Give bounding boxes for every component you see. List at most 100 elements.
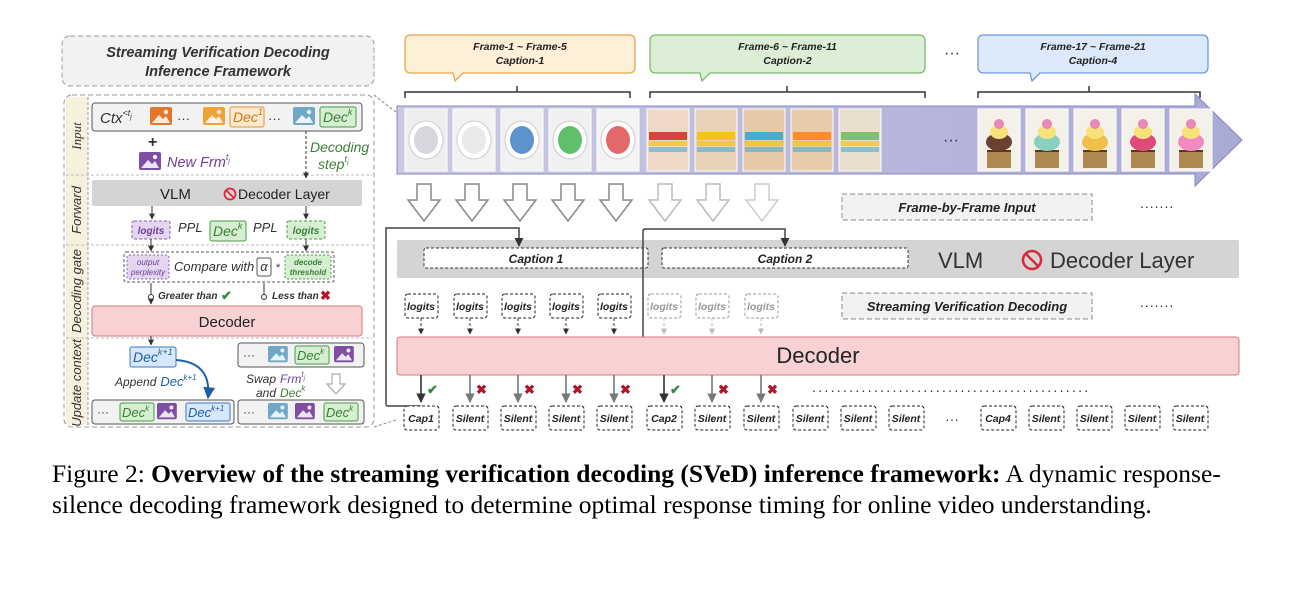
cross-icon: ✖ xyxy=(320,288,331,303)
figure-label: Figure 2: xyxy=(52,459,145,488)
output-box xyxy=(792,405,829,431)
framework-title-line-2: Inference Framework xyxy=(145,64,292,80)
svg-text:Deck: Deck xyxy=(213,221,243,239)
down-arrow-icon xyxy=(695,183,731,223)
dots-1: ....... xyxy=(1140,195,1174,211)
logits-label: logits xyxy=(552,301,580,313)
svg-text:logits: logits xyxy=(138,226,165,237)
svg-text:perplexity: perplexity xyxy=(130,268,166,277)
video-frame xyxy=(838,108,882,172)
bracket-group-1 xyxy=(404,86,631,98)
decode-threshold-box xyxy=(284,254,332,280)
plus-icon: + xyxy=(148,134,157,151)
video-frame xyxy=(452,108,496,172)
down-arrow-icon xyxy=(406,183,442,223)
output-label: Silent xyxy=(1080,413,1109,425)
output-label: Silent xyxy=(747,413,776,425)
bubble-frames-label: Frame-17 ~ Frame-21 xyxy=(1040,41,1146,53)
down-arrow-icon xyxy=(325,373,347,395)
left-vlm-label: VLM xyxy=(160,186,191,203)
svg-text:logits: logits xyxy=(293,226,320,237)
image-icon xyxy=(203,107,225,125)
bracket-group-3 xyxy=(977,86,1201,98)
right-decoder-label: Decoder xyxy=(776,343,859,368)
svg-text:Dec1: Dec1 xyxy=(233,107,263,125)
output-box xyxy=(1172,405,1209,431)
video-frame xyxy=(1169,108,1213,172)
svg-text:Deck: Deck xyxy=(122,404,150,420)
output-box xyxy=(403,405,440,431)
logits-label: logits xyxy=(747,301,775,313)
bubble-caption-label: Caption-4 xyxy=(1069,55,1118,67)
caption-feedback-arrow-2 xyxy=(642,228,790,340)
image-icon xyxy=(268,346,288,363)
video-frame xyxy=(977,108,1021,172)
stage-forward: Forward xyxy=(69,185,84,233)
image-icon xyxy=(268,403,288,420)
svg-text:decode: decode xyxy=(294,258,323,267)
svg-text:output: output xyxy=(137,258,160,267)
decoding-step-label: Decoding xyxy=(310,139,369,155)
svg-text:···: ··· xyxy=(97,405,109,419)
decoding-step-label-2: stepti xyxy=(318,154,349,172)
compare-box xyxy=(123,251,335,283)
video-frame xyxy=(500,108,544,172)
logits-label: logits xyxy=(407,301,435,313)
image-icon xyxy=(157,403,177,420)
output-box xyxy=(1028,405,1065,431)
output-perplexity-box xyxy=(126,254,170,280)
video-frame xyxy=(646,108,690,172)
output-label: Silent xyxy=(698,413,727,425)
svg-text:*: * xyxy=(276,262,281,274)
ppl-label-2: PPL xyxy=(253,220,278,235)
left-decoder-bar xyxy=(91,305,363,337)
output-box xyxy=(500,405,537,431)
video-frame xyxy=(742,108,786,172)
svg-text:Deck: Deck xyxy=(323,107,353,125)
figure-caption-text: A dynamic response-silence decoding fram… xyxy=(52,459,1221,519)
dots-3: ........................................… xyxy=(812,379,1091,395)
right-decoder-layer-label: Decoder Layer xyxy=(1050,248,1194,273)
cross-icon: ✖ xyxy=(620,382,631,397)
frame-by-frame-box xyxy=(841,193,1093,221)
output-box xyxy=(980,405,1017,431)
output-label: Silent xyxy=(552,413,581,425)
svg-text:threshold: threshold xyxy=(290,268,328,277)
check-icon: ✔ xyxy=(221,288,232,303)
append-arrow xyxy=(175,359,216,400)
down-arrow-icon xyxy=(550,183,586,223)
svg-text:α: α xyxy=(260,259,268,274)
video-frame xyxy=(596,108,640,172)
cross-icon: ✖ xyxy=(524,382,535,397)
ppl-label-1: PPL xyxy=(178,220,203,235)
output-label: Silent xyxy=(1032,413,1061,425)
output-box xyxy=(596,405,633,431)
output-label: Cap4 xyxy=(985,413,1011,425)
video-frame xyxy=(694,108,738,172)
caption-1-box xyxy=(423,247,649,269)
deck-token xyxy=(209,220,247,242)
deck-token xyxy=(319,106,357,128)
framework-title-line-1: Streaming Verification Decoding xyxy=(106,45,330,61)
svg-text:Deck+1: Deck+1 xyxy=(188,404,224,420)
framework-title-box xyxy=(61,35,375,87)
cross-icon: ✖ xyxy=(476,382,487,397)
down-arrow-icon xyxy=(598,183,634,223)
left-decoder-layer-label: Decoder Layer xyxy=(238,186,330,202)
dots-2: ....... xyxy=(1140,294,1174,310)
caption-2-box xyxy=(661,247,909,269)
output-box xyxy=(646,405,683,431)
output-label: Silent xyxy=(504,413,533,425)
video-frame xyxy=(1025,108,1069,172)
logits-label: logits xyxy=(698,301,726,313)
check-icon: ✔ xyxy=(427,382,438,397)
left-panel: Streaming Verification Decoding Inferenc… xyxy=(61,35,375,428)
down-arrow-icon xyxy=(502,183,538,223)
bubble-frames-label: Frame-6 ~ Frame-11 xyxy=(738,41,837,53)
check-icon: ✔ xyxy=(670,382,681,397)
figure-caption-bold: Overview of the streaming verification d… xyxy=(151,459,1001,488)
